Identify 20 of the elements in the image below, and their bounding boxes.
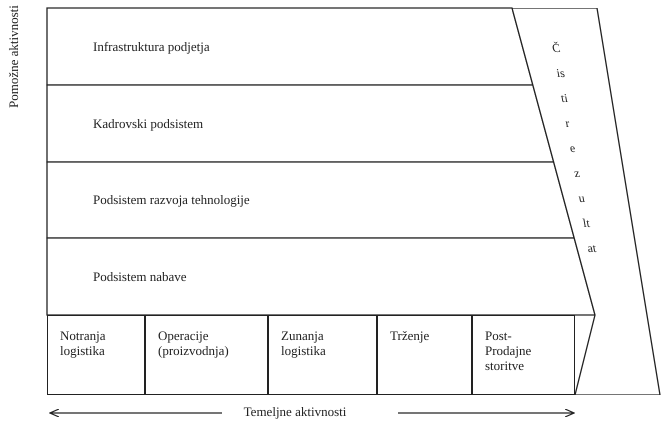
axis-label: Temeljne aktivnosti <box>242 404 348 420</box>
vertical-text: Čisti rezultat <box>550 40 598 257</box>
activity-label: Podsistem nabave <box>93 268 187 284</box>
support-activity-band <box>47 238 597 315</box>
primary-activity-cell <box>268 315 377 395</box>
support-activity-band <box>47 162 576 238</box>
activity-label: Operacije (proizvodnja) <box>158 328 230 358</box>
activity-label: Notranja logistika <box>60 328 106 358</box>
activity-label: Podsistem razvoja tehnologije <box>93 192 250 207</box>
activity-label: Zunanja logistika <box>281 328 327 358</box>
axis-label: Pomožne aktivnosti <box>6 8 22 108</box>
primary-activity-cell <box>145 315 268 395</box>
activity-label: Infrastruktura podjetja <box>93 38 210 54</box>
primary-activity-cell <box>377 315 472 395</box>
activity-label: Trženje <box>390 328 430 343</box>
activity-label: Post-Prodajne storitve <box>485 328 532 373</box>
primary-activity-cell <box>472 315 575 395</box>
primary-activity-cell <box>47 315 145 395</box>
support-activity-band <box>47 8 535 85</box>
activity-label: Kadrovski podsistem <box>93 116 204 130</box>
